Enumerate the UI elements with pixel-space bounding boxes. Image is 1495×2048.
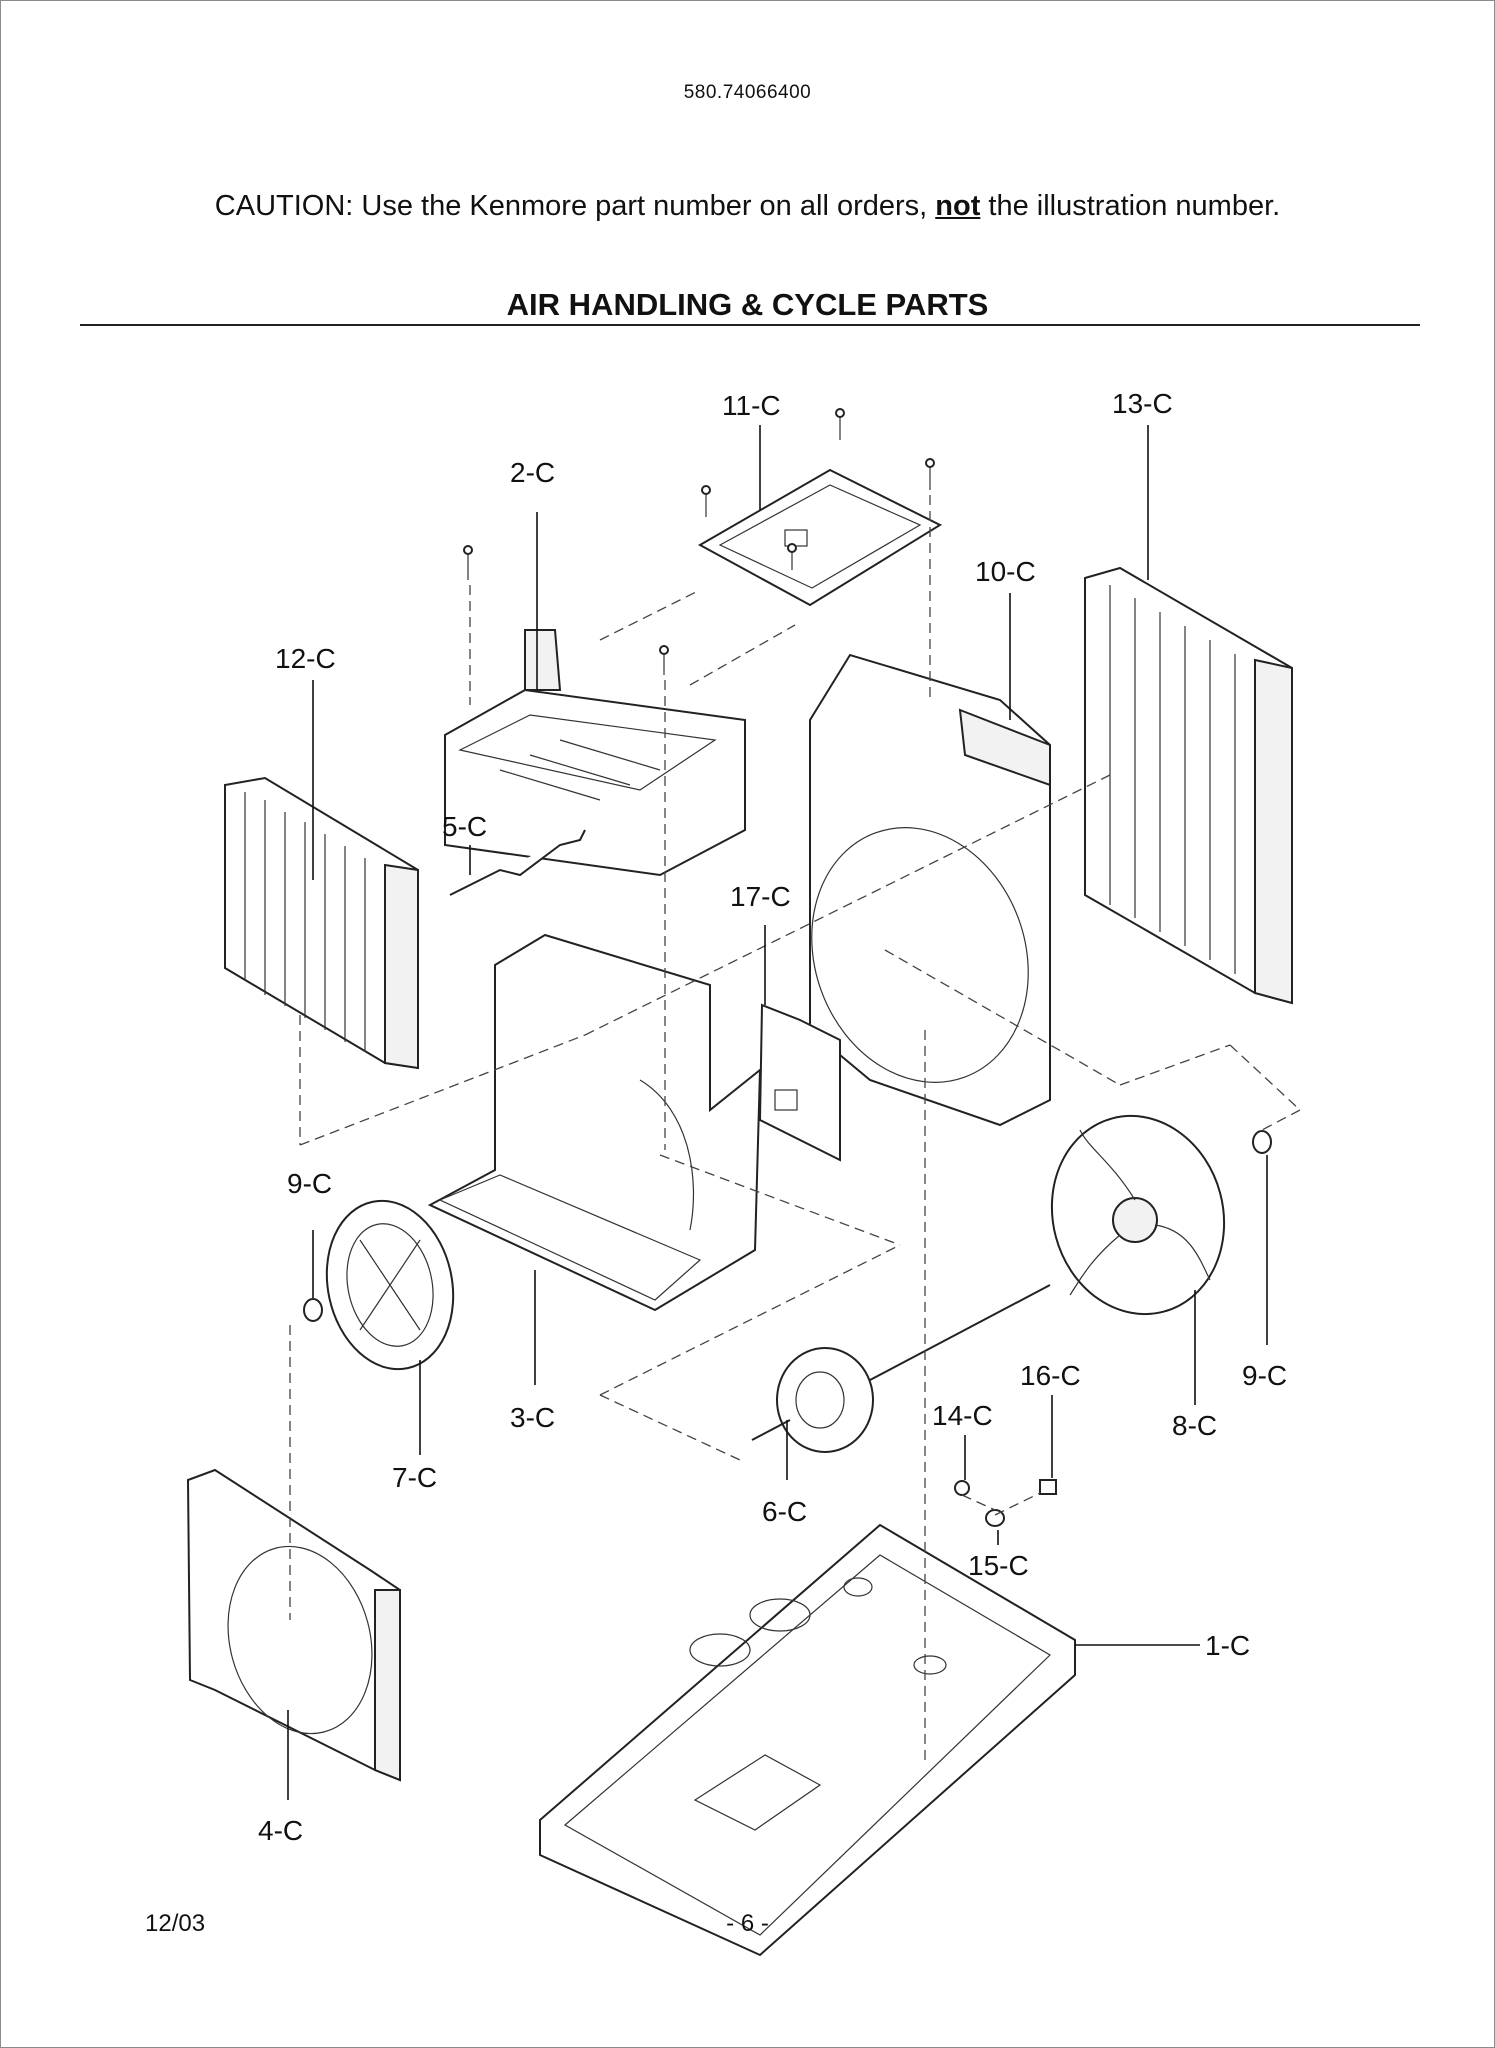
caution-prefix: CAUTION: Use the Kenmore part number on … <box>214 190 936 222</box>
caution-emphasis: not <box>935 190 981 222</box>
title-rule <box>80 324 1420 326</box>
part-8-axial-fan <box>1050 1114 1226 1316</box>
model-number: 580.74066400 <box>683 82 812 103</box>
part-9-clamps <box>303 1130 1272 1322</box>
callout-15-c: 15-C <box>968 1550 1029 1581</box>
alignment-lines <box>289 495 1301 1760</box>
part-4-inlet-panel <box>186 1468 401 1782</box>
section-title: AIR HANDLING & CYCLE PARTS <box>506 287 989 322</box>
part-5-bracket <box>449 829 586 896</box>
part-3-base-housing <box>427 933 762 1312</box>
callout-16-c: 16-C <box>1020 1360 1081 1391</box>
callout-4-c: 4-C <box>258 1815 303 1846</box>
callout-14-c: 14-C <box>932 1400 993 1431</box>
part-7-blower-wheel <box>325 1199 455 1371</box>
callout-10-c: 10-C <box>975 556 1036 587</box>
callout-leaders <box>287 425 1268 1800</box>
callout-17-c: 17-C <box>730 881 791 912</box>
part-17-bracket <box>758 1003 841 1162</box>
part-12-evaporator-coil <box>224 776 419 1070</box>
callout-7-c: 7-C <box>392 1462 437 1493</box>
callout-9-c-left: 9-C <box>287 1168 332 1199</box>
callout-5-c: 5-C <box>442 811 487 842</box>
hardware-14-15-16 <box>954 1479 1057 1527</box>
caution-notice: CAUTION: Use the Kenmore part number on … <box>0 190 1495 223</box>
callout-2-c: 2-C <box>510 457 555 488</box>
callout-1-c: 1-C <box>1205 1630 1250 1661</box>
caution-suffix: the illustration number. <box>980 190 1281 222</box>
callout-3-c: 3-C <box>510 1402 555 1433</box>
callout-6-c: 6-C <box>762 1496 807 1527</box>
part-11-top-bracket <box>697 468 943 607</box>
callout-labels: 1-C 2-C 3-C 4-C 5-C 6-C 7-C 8-C 9-C 9-C … <box>258 388 1287 1846</box>
callout-12-c: 12-C <box>275 643 336 674</box>
callout-9-c-right: 9-C <box>1242 1360 1287 1391</box>
part-13-condenser-coil <box>1084 566 1293 1005</box>
callout-13-c: 13-C <box>1112 388 1173 419</box>
footer-date: 12/03 <box>145 1910 206 1937</box>
part-2-air-guide <box>444 629 746 877</box>
callout-11-c: 11-C <box>722 390 781 421</box>
part-6-motor <box>751 1284 1051 1453</box>
footer-page-number: - 6 - <box>726 1910 769 1937</box>
callout-8-c: 8-C <box>1172 1410 1217 1441</box>
part-1-base-pan <box>539 1523 1076 1957</box>
